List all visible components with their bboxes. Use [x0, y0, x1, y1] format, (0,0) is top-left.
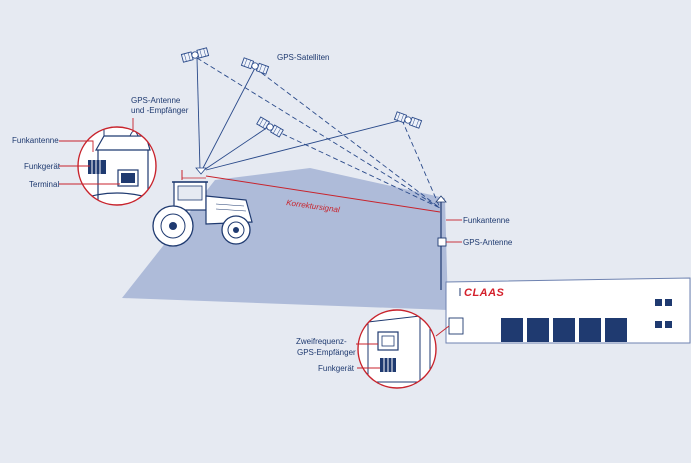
- label-radio-unit-vehicle: Funkgerät: [24, 162, 61, 171]
- vehicle-antenna-marker-icon: [181, 167, 207, 180]
- label-radio-unit-station: Funkgerät: [318, 364, 355, 373]
- label-radio-antenna-station: Funkantenne: [463, 216, 510, 225]
- label-gps-satellites: GPS-Satelliten: [277, 53, 329, 62]
- label-gps-antenna-station: GPS-Antenne: [463, 238, 513, 247]
- satellite-to-station-lines: [196, 57, 441, 209]
- label-gps-antenna-receiver-2: und -Empfänger: [131, 106, 189, 115]
- satellite-icon: [240, 57, 270, 75]
- label-gps-antenna-receiver-1: GPS-Antenne: [131, 96, 181, 105]
- station-detail-inset: [357, 309, 450, 389]
- label-dual-frequency-1: Zweifrequenz-: [296, 337, 347, 346]
- claas-building: [445, 277, 691, 344]
- satellite-icon: [180, 47, 210, 63]
- label-terminal: Terminal: [29, 180, 59, 189]
- cabin-detail-inset: [77, 126, 157, 206]
- station-antenna-mast: [435, 195, 462, 290]
- label-dual-frequency-2: GPS-Empfänger: [297, 348, 356, 357]
- satellite-signal-lines: [196, 57, 403, 171]
- satellite-icon: [393, 111, 423, 129]
- claas-logo: CLAAS: [464, 287, 505, 299]
- label-radio-antenna-vehicle: Funkantenne: [12, 136, 59, 145]
- station-callout-lines: [356, 343, 380, 369]
- correction-signal-line: [205, 175, 441, 213]
- satellite-icon: [256, 116, 284, 138]
- vehicle-callout-lines: [59, 118, 134, 185]
- tractor-icon: [152, 181, 253, 247]
